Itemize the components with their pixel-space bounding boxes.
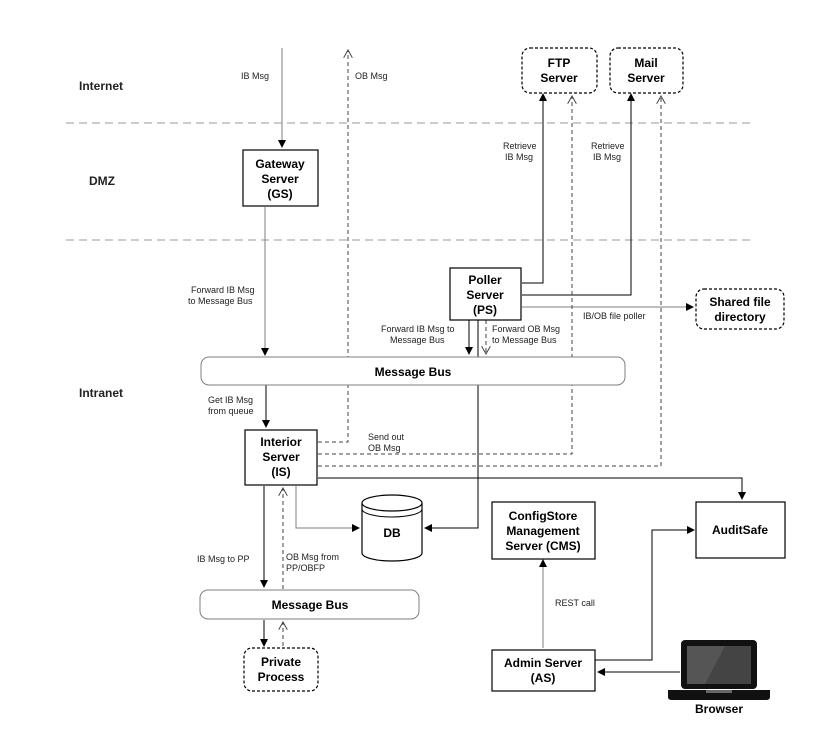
mail-server-label-2: Server [627, 71, 665, 85]
node-shared-file-directory: Shared file directory [695, 288, 785, 330]
label-rest-call: REST call [555, 598, 595, 608]
label-forward-gs-1: Forward IB Msg [191, 285, 255, 295]
label-send-out-2: OB Msg [368, 443, 401, 453]
label-get-ib-1: Get IB Msg [208, 395, 253, 405]
node-message-bus-top: Message Bus [200, 356, 626, 386]
label-forward-ps-ob-1: Forward OB Msg [492, 324, 560, 334]
node-private-process: Private Process [243, 647, 319, 692]
cms-label-1: ConfigStore [509, 509, 578, 523]
label-get-ib-2: from queue [208, 406, 254, 416]
node-auditsafe: AuditSafe [695, 501, 786, 559]
admin-server-label-1: Admin Server [504, 656, 582, 670]
interior-server-label-3: (IS) [271, 465, 290, 479]
edge-ob-out [318, 50, 348, 443]
edge-is-db [295, 486, 360, 532]
interior-server-label-1: Interior [260, 435, 302, 449]
node-admin-server: Admin Server (AS) [491, 649, 596, 692]
db-label: DB [383, 526, 401, 540]
zone-dmz-label: DMZ [89, 174, 115, 188]
edge-ps-mail [522, 93, 635, 296]
edge-is-auditsafe [318, 477, 746, 500]
label-file-poller: IB/OB file poller [583, 311, 646, 321]
edge-is-ftp [318, 96, 572, 455]
message-bus-bottom-label: Message Bus [272, 598, 349, 612]
label-send-out-1: Send out [368, 432, 405, 442]
label-forward-ps-ib-1: Forward IB Msg to [381, 324, 455, 334]
node-message-bus-bottom: Message Bus [199, 589, 420, 620]
label-retrieve-ftp-1: Retrieve [503, 141, 537, 151]
node-gateway-server: Gateway Server (GS) [242, 149, 319, 207]
mail-server-label-1: Mail [634, 56, 657, 70]
shared-dir-label-1: Shared file [709, 295, 771, 309]
node-interior-server: Interior Server (IS) [244, 429, 318, 486]
label-ib-to-pp: IB Msg to PP [197, 554, 250, 564]
label-ob-from-pp-1: OB Msg from [286, 552, 339, 562]
zone-internet-label: Internet [79, 79, 123, 93]
browser-laptop-icon [668, 640, 770, 700]
label-forward-ps-ib-2: Message Bus [390, 335, 445, 345]
label-forward-ps-ob-2: to Message Bus [492, 335, 557, 345]
interior-server-label-2: Server [262, 450, 300, 464]
gateway-server-label-2: Server [261, 172, 299, 186]
label-ob-from-pp-2: PP/OBFP [286, 563, 325, 573]
node-poller-server: Poller Server (PS) [449, 267, 522, 321]
label-ob-msg: OB Msg [355, 71, 388, 81]
edge-ps-ftp [522, 93, 547, 284]
poller-server-label-2: Server [466, 288, 504, 302]
label-retrieve-ftp-2: IB Msg [505, 152, 533, 162]
private-process-label-2: Process [258, 670, 305, 684]
admin-server-label-2: (AS) [531, 671, 556, 685]
label-ib-msg: IB Msg [241, 71, 269, 81]
auditsafe-label: AuditSafe [712, 523, 768, 537]
ftp-server-label-2: Server [540, 71, 578, 85]
gateway-server-label-1: Gateway [255, 157, 305, 171]
edge-is-mail [318, 96, 661, 467]
node-configstore-cms: ConfigStore Management Server (CMS) [491, 501, 596, 560]
label-retrieve-mail-2: IB Msg [593, 152, 621, 162]
label-retrieve-mail-1: Retrieve [591, 141, 625, 151]
shared-dir-label-2: directory [714, 310, 766, 324]
browser-label: Browser [695, 702, 743, 716]
edge-ps-db [424, 320, 479, 532]
node-db: DB [361, 494, 423, 562]
poller-server-label-1: Poller [468, 273, 502, 287]
poller-server-label-3: (PS) [473, 303, 497, 317]
message-bus-top-label: Message Bus [375, 365, 452, 379]
gateway-server-label-3: (GS) [267, 187, 292, 201]
cms-label-3: Server (CMS) [505, 539, 580, 553]
zone-intranet-label: Intranet [79, 386, 123, 400]
private-process-label-1: Private [261, 655, 301, 669]
node-mail-server: Mail Server [609, 47, 684, 94]
cms-label-2: Management [506, 524, 579, 538]
node-ftp-server: FTP Server [521, 47, 598, 94]
label-forward-gs-2: to Message Bus [188, 296, 253, 306]
ftp-server-label-1: FTP [548, 56, 571, 70]
edge-as-auditsafe [595, 526, 695, 661]
